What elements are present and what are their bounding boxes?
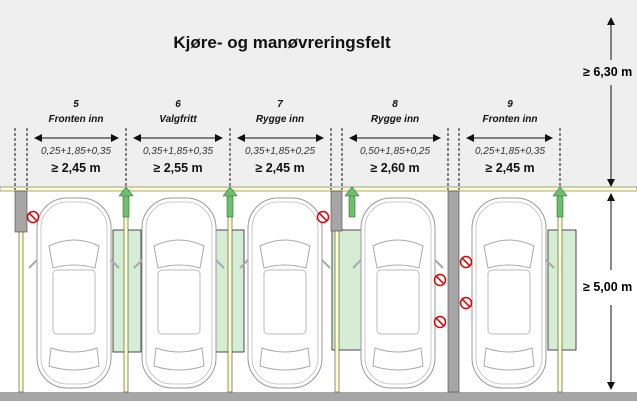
space-min-width: ≥ 2,45 m	[255, 161, 305, 175]
space-type: Fronten inn	[482, 114, 538, 125]
car-5	[28, 197, 120, 389]
space-min-width: ≥ 2,55 m	[153, 161, 203, 175]
pillars	[14, 190, 460, 393]
car-7	[239, 197, 331, 389]
space-number: 9	[507, 99, 513, 110]
space-length-label: ≥ 5,00 m	[583, 278, 633, 296]
car-6	[133, 197, 225, 389]
space-number: 5	[73, 99, 79, 110]
space-formula: 0,50+1,85+0,25	[359, 146, 431, 157]
space-type: Valgfritt	[159, 114, 197, 125]
rear-wall	[0, 392, 637, 401]
aisle-depth-label: ≥ 6,30 m	[583, 63, 633, 81]
space-formula: 0,25+1,85+0,35	[474, 146, 546, 157]
space-type: Rygge inn	[255, 114, 305, 125]
space-min-width: ≥ 2,60 m	[370, 161, 420, 175]
aisle-edge-line	[0, 186, 637, 192]
driving-aisle	[0, 0, 637, 188]
space-min-width: ≥ 2,45 m	[485, 161, 535, 175]
space-type: Fronten inn	[48, 114, 104, 125]
cars	[28, 197, 555, 389]
space-type: Rygge inn	[370, 114, 420, 125]
space-formula: 0,35+1,85+0,35	[142, 146, 214, 157]
space-min-width: ≥ 2,45 m	[51, 161, 101, 175]
car-8	[352, 197, 444, 389]
space-number: 7	[277, 99, 283, 110]
space-number: 6	[175, 99, 181, 110]
space-formula: 0,35+1,85+0,25	[244, 146, 316, 157]
space-formula: 0,25+1,85+0,35	[40, 146, 112, 157]
car-9	[463, 197, 555, 389]
page-title: Kjøre- og manøvreringsfelt	[173, 33, 391, 52]
dimension-guides	[14, 128, 561, 190]
space-number: 8	[392, 99, 398, 110]
